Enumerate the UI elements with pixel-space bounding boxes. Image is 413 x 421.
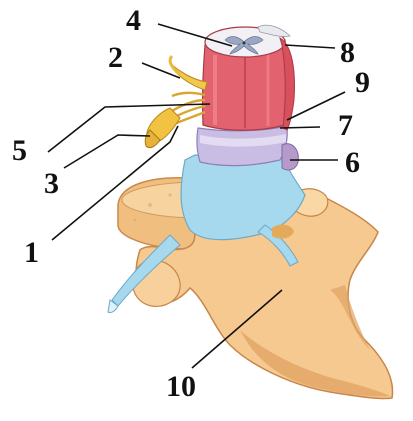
label-4: 4 [126,4,141,37]
leader-8 [285,45,335,48]
leader-7 [280,127,320,128]
central-canal [243,42,246,45]
leader-9 [287,92,345,120]
root-strand-top [170,56,180,75]
label-8: 8 [340,36,355,69]
pia-mater-root [282,144,298,170]
label-10: 10 [166,370,196,403]
label-2: 2 [108,41,123,74]
label-6: 6 [345,146,360,179]
label-5: 5 [12,134,27,167]
leader-3 [64,135,150,168]
label-7: 7 [338,109,353,142]
label-3: 3 [44,167,59,200]
label-1: 1 [24,236,39,269]
label-9: 9 [355,66,370,99]
